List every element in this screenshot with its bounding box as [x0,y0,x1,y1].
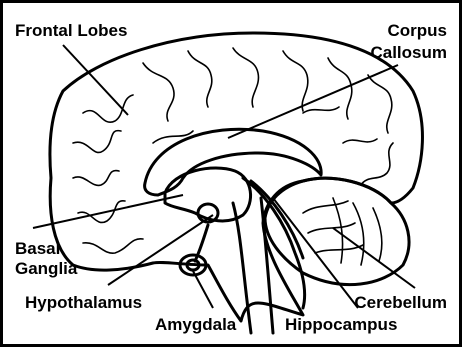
leader-cerebellum [333,228,415,288]
leader-frontal-lobes [63,45,128,115]
label-basal-line1: Basal [15,239,60,258]
label-amygdala: Amygdala [155,315,236,334]
label-hippocampus: Hippocampus [285,315,397,334]
label-frontal-lobes: Frontal Lobes [15,21,127,40]
leader-corpus-callosum [228,65,398,138]
cerebrum-outline [50,33,423,321]
label-basal-line2: Ganglia [15,259,77,278]
basal-ganglia-shape [165,168,251,221]
label-corpus-line1: Corpus [388,21,448,40]
leader-hippocampus [273,198,358,308]
label-corpus-line2: Callosum [370,43,447,62]
leader-amygdala [193,271,213,308]
label-cerebellum: Cerebellum [354,293,447,312]
label-hypothalamus: Hypothalamus [25,293,142,312]
leader-basal-ganglia [33,195,183,228]
